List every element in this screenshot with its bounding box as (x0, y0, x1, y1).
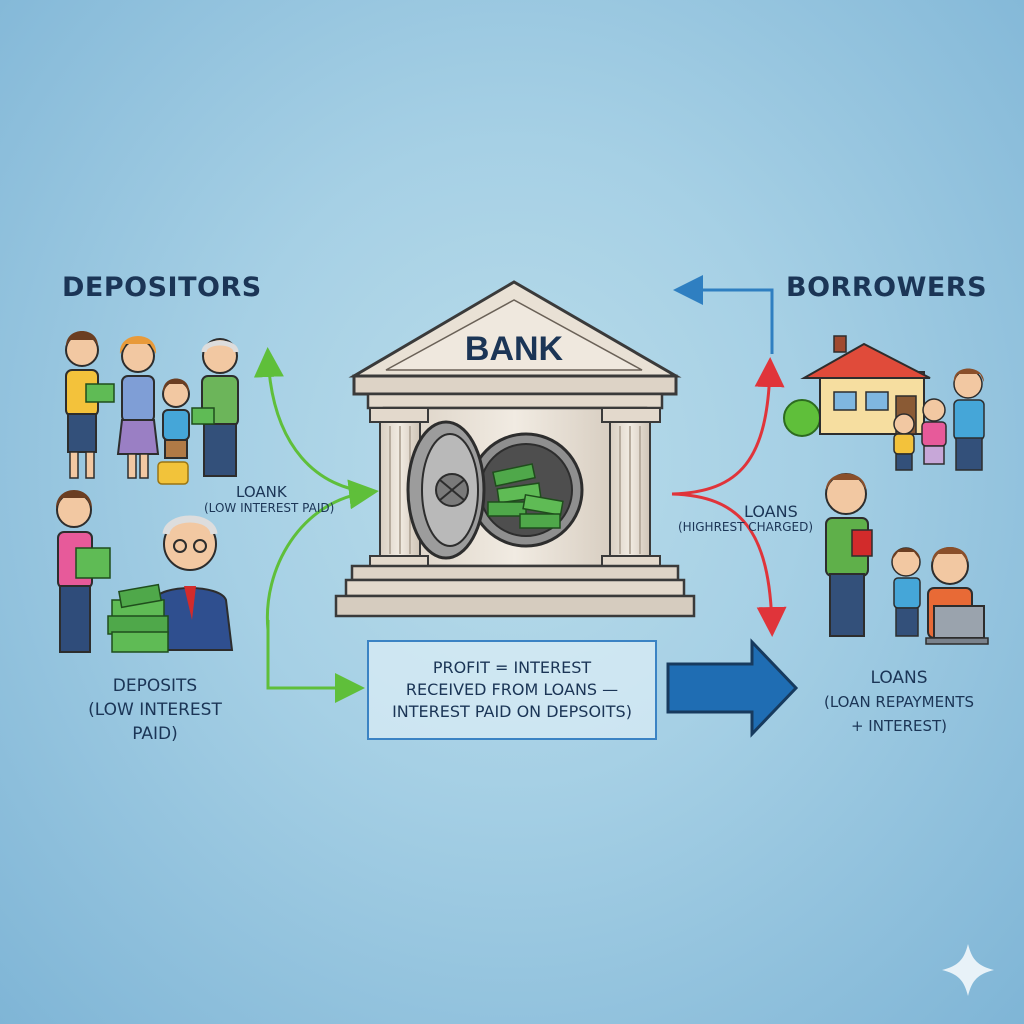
big-arrow-icon (666, 638, 799, 738)
profit-box: PROFIT = INTEREST RECEIVED FROM LOANS — … (367, 640, 657, 740)
borrower-man-icon (825, 473, 989, 645)
profit-line: PROFIT = INTEREST (432, 658, 592, 677)
vault-icon (406, 420, 584, 560)
left-flow-label: LOANK (236, 483, 287, 501)
profit-line: INTEREST PAID ON DEPSOITS) (392, 702, 632, 721)
depositors-family-icon (65, 331, 239, 485)
house-icon (783, 335, 931, 437)
loans-label-line: + INTEREST) (850, 717, 948, 735)
money-pile-icon (107, 583, 169, 653)
deposits-label-line: DEPOSITS (112, 676, 198, 696)
loans-label-line: LOANS (870, 668, 928, 688)
borrowers-heading: BORROWERS (786, 272, 988, 303)
deposits-label-line: PAID) (132, 724, 178, 744)
laptop-icon (925, 605, 989, 645)
profit-line: RECEIVED FROM LOANS — (405, 680, 619, 699)
deposits-label-line: (LOW INTEREST (88, 700, 222, 720)
loans-label-line: (LOAN REPAYMENTS (823, 693, 975, 711)
borrower-family-icon (893, 368, 985, 471)
right-flow-sublabel: (HIGHREST CHARGED) (678, 520, 813, 534)
depositors-heading: DEPOSITORS (62, 272, 262, 303)
deposit-flow-arrows (253, 347, 379, 703)
left-flow-sublabel: (LOW INTEREST PAID) (204, 501, 335, 515)
loans-label: LOANS (LOAN REPAYMENTS + INTEREST) (796, 666, 1002, 738)
loan-flow-arrows (671, 357, 787, 637)
right-flow-label: LOANS (744, 502, 798, 521)
bank-title: BANK (464, 330, 564, 368)
sparkle-icon (942, 944, 994, 996)
depositors-couple-icon (56, 490, 234, 653)
repayment-arrow (673, 275, 774, 354)
money-stack-icon (487, 463, 564, 529)
deposits-label: DEPOSITS (LOW INTEREST PAID) (60, 674, 250, 746)
